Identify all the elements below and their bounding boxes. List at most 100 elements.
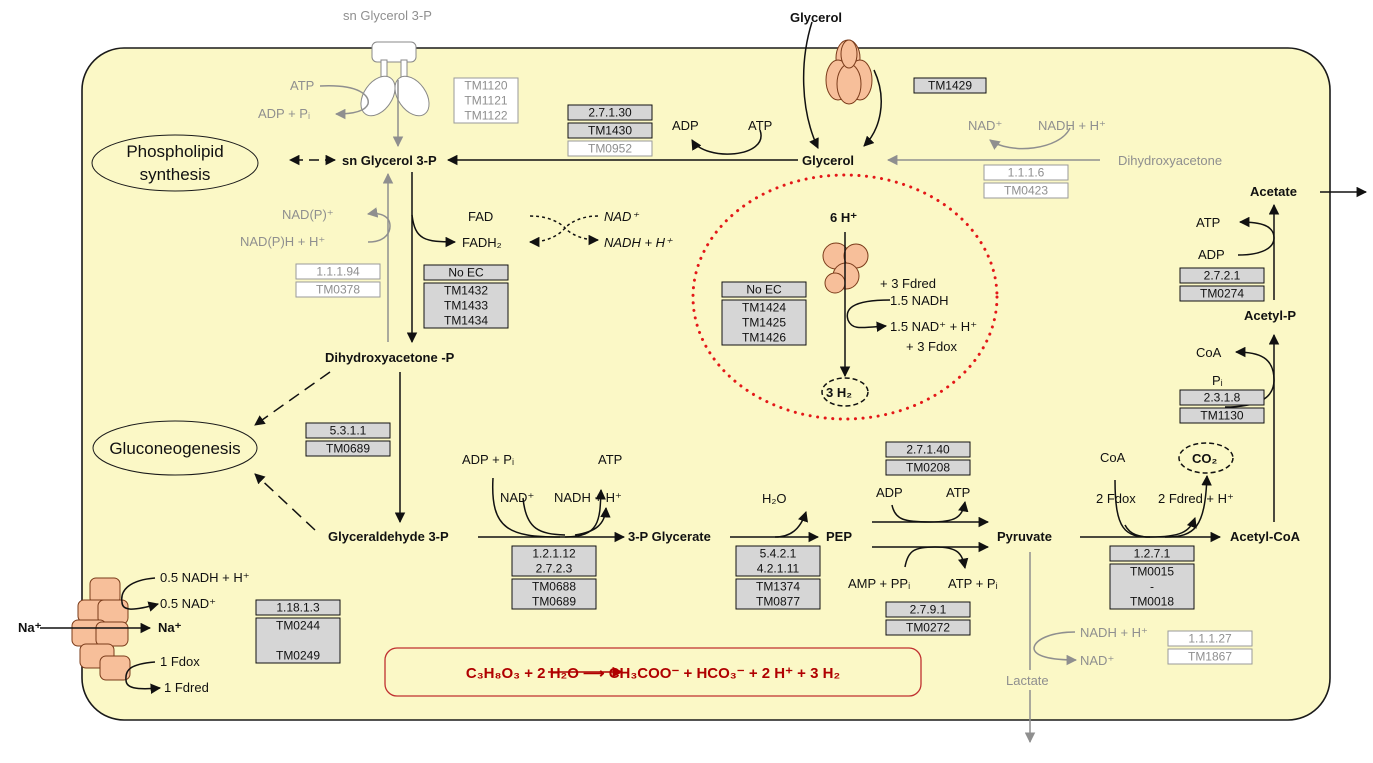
enzyme-label-g3p_dh_fad-3: TM1434: [444, 314, 488, 328]
enzyme-label-pgm_eno-1: 4.2.1.11: [757, 562, 800, 576]
enzyme-label-transporter_g3p-0: TM1120: [464, 79, 507, 93]
dihydroxyacetone: Dihydroxyacetone: [1118, 153, 1222, 168]
enzyme-label-rnf-0: 1.18.1.3: [276, 601, 320, 615]
enzyme-label-pfor-2: -: [1150, 580, 1154, 594]
adp-pi-transport: ADP + Pᵢ: [258, 106, 310, 121]
enzyme-label-dha_red-0: 1.1.1.6: [1008, 166, 1045, 180]
h2o: H₂O: [762, 491, 787, 506]
enzyme-label-ack-1: TM0274: [1200, 287, 1244, 301]
fadh2: FADH₂: [462, 235, 502, 250]
sn-g3p-outside: sn Glycerol 3-P: [343, 8, 432, 23]
nadh-dha: NADH + H⁺: [1038, 118, 1106, 133]
enzyme-label-glpk-1: TM1430: [588, 124, 632, 138]
enzyme-label-pta-1: TM1130: [1200, 409, 1243, 423]
enzyme-label-rnf-1: TM0244: [276, 619, 320, 633]
pi-pta: Pᵢ: [1212, 373, 1223, 388]
lactate: Lactate: [1006, 673, 1049, 688]
p3g: 3-P Glycerate: [628, 529, 711, 544]
amp-ppi: AMP + PPᵢ: [848, 576, 910, 591]
glycerol: Glycerol: [802, 153, 854, 168]
enzyme-label-gapdh_pgk-0: 1.2.1.12: [532, 547, 576, 561]
enzyme-label-hydrogenase-1: TM1424: [742, 301, 786, 315]
enzyme-label-pk-1: TM0208: [906, 461, 950, 475]
nad-gap: NAD⁺: [500, 490, 534, 505]
coa-pta: CoA: [1196, 345, 1222, 360]
dhap: Dihydroxyacetone -P: [325, 350, 455, 365]
nadh-gap: NADH + H⁺: [554, 490, 622, 505]
enzyme-label-transporter_g3p-2: TM1122: [464, 109, 507, 123]
enzyme-label-g3p_dh_nadp-0: 1.1.1.94: [316, 265, 360, 279]
sn-g3p: sn Glycerol 3-P: [342, 153, 437, 168]
atp-transport: ATP: [290, 78, 314, 93]
six-h-plus: 6 H⁺: [830, 210, 857, 225]
acetyl-p: Acetyl-P: [1244, 308, 1296, 323]
nad-ldh: NAD⁺: [1080, 653, 1114, 668]
fd-red-pfor: 2 Fdred + H⁺: [1158, 491, 1234, 506]
acetate: Acetate: [1250, 184, 1297, 199]
enzyme-label-gapdh_pgk-1: 2.7.2.3: [536, 562, 573, 576]
enzyme-label-pfor-1: TM0015: [1130, 565, 1174, 579]
enzyme-label-dha_red-1: TM0423: [1004, 184, 1048, 198]
enzyme-label-pk-0: 2.7.1.40: [906, 443, 950, 457]
enzyme-label-pfor-0: 1.2.7.1: [1134, 547, 1171, 561]
enzyme-label-rnf-2: TM0249: [276, 649, 320, 663]
co2: CO₂: [1192, 451, 1218, 466]
enzyme-label-pgm_eno-3: TM0877: [756, 595, 800, 609]
enzyme-label-pta-0: 2.3.1.8: [1204, 391, 1241, 405]
nadh-ldh: NADH + H⁺: [1080, 625, 1148, 640]
atp-ack: ATP: [1196, 215, 1220, 230]
enzyme-label-gapdh_pgk-3: TM0689: [532, 595, 576, 609]
glycerol-outside: Glycerol: [790, 10, 842, 25]
acetyl-coa: Acetyl-CoA: [1230, 529, 1301, 544]
coa-pfor: CoA: [1100, 450, 1126, 465]
adp-pi-gap: ADP + Pᵢ: [462, 452, 514, 467]
overall-equation: C₃H₈O₃ + 2 H₂O ⟶ CH₃COO⁻ + HCO₃⁻ + 2 H⁺ …: [466, 665, 840, 682]
nad-fad-coupled: NAD⁺: [604, 209, 639, 224]
enzyme-label-pfor-3: TM0018: [1130, 595, 1174, 609]
fd-ox-hyd: + 3 Fdox: [906, 339, 957, 354]
enzyme-label-glpk-2: TM0952: [588, 142, 632, 156]
atp-pi: ATP + Pᵢ: [948, 576, 998, 591]
pyruvate: Pyruvate: [997, 529, 1052, 544]
atp-gap: ATP: [598, 452, 622, 467]
enzyme-label-ppdk-1: TM0272: [906, 621, 950, 635]
enzyme-label-ldh-0: 1.1.1.27: [1188, 632, 1232, 646]
enzyme-label-pgm_eno-2: TM1374: [756, 580, 800, 594]
fd-red-rnf: 1 Fdred: [164, 680, 209, 695]
enzyme-label-ppdk-0: 2.7.9.1: [910, 603, 947, 617]
enzyme-label-g3p_dh_fad-0: No EC: [448, 266, 484, 280]
enzyme-label-tpi-0: 5.3.1.1: [330, 424, 367, 438]
fd-red-hyd: + 3 Fdred: [880, 276, 936, 291]
nadh-hyd: 1.5 NADH: [890, 293, 949, 308]
phospholipid-line1: Phospholipid: [126, 142, 223, 161]
enzyme-label-hydrogenase-3: TM1426: [742, 331, 786, 345]
na-outside: Na⁺: [18, 620, 42, 635]
enzyme-label-g3p_dh_fad-1: TM1432: [444, 284, 488, 298]
nad-dha: NAD⁺: [968, 118, 1002, 133]
enzyme-label-tpi-1: TM0689: [326, 442, 370, 456]
fad: FAD: [468, 209, 493, 224]
fd-ox-pfor: 2 Fdox: [1096, 491, 1136, 506]
enzyme-label-pgm_eno-0: 5.4.2.1: [760, 547, 797, 561]
fd-ox-rnf: 1 Fdox: [160, 654, 200, 669]
nadh-fad-coupled: NADH + H⁺: [604, 235, 673, 250]
enzyme-label-transporter_g3p-1: TM1121: [464, 94, 507, 108]
atp-glpk: ATP: [748, 118, 772, 133]
enzyme-label-hydrogenase-2: TM1425: [742, 316, 786, 330]
adp-pk: ADP: [876, 485, 903, 500]
nad-hyd: 1.5 NAD⁺ + H⁺: [890, 319, 977, 334]
enzyme-label-g3p_dh_nadp-1: TM0378: [316, 283, 360, 297]
nadp: NAD(P)⁺: [282, 207, 334, 222]
enzyme-label-g3p_dh_fad-2: TM1433: [444, 299, 488, 313]
three-h2: 3 H₂: [826, 385, 852, 400]
enzyme-label-ack-0: 2.7.2.1: [1204, 269, 1241, 283]
pep: PEP: [826, 529, 852, 544]
gluconeogenesis: Gluconeogenesis: [109, 439, 240, 458]
enzyme-label-hydrogenase-0: No EC: [746, 283, 782, 297]
nadh-rnf: 0.5 NADH + H⁺: [160, 570, 250, 585]
phospholipid-line2: synthesis: [140, 165, 211, 184]
nad-rnf: 0.5 NAD⁺: [160, 596, 216, 611]
enzyme-label-glpk-0: 2.7.1.30: [588, 106, 632, 120]
